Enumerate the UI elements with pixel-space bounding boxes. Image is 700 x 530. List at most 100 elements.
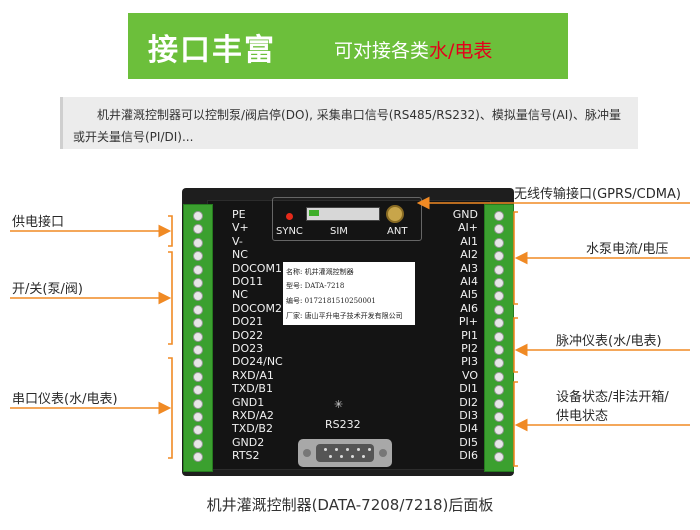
right-pin-label: DI4 bbox=[459, 422, 478, 436]
terminal-screw-icon bbox=[193, 412, 203, 422]
right-pin-label: AI6 bbox=[460, 301, 478, 315]
sim-slot-indicator bbox=[309, 210, 319, 216]
terminal-screw-icon bbox=[193, 251, 203, 262]
right-terminal-block bbox=[484, 204, 514, 472]
controller-device bbox=[182, 188, 514, 476]
terminal-screw-icon bbox=[494, 438, 504, 449]
plate-maker: 厂家: 唐山平升电子技术开发有限公司 bbox=[286, 312, 403, 320]
terminal-screw-icon bbox=[494, 291, 504, 302]
left-pin-label: GND1 bbox=[232, 395, 265, 409]
terminal-screw-icon bbox=[494, 251, 504, 262]
terminal-screw-icon bbox=[193, 211, 203, 221]
terminal-screw-icon bbox=[494, 304, 504, 315]
terminal-screw-icon bbox=[494, 412, 504, 422]
left-pin-label: RTS2 bbox=[232, 449, 260, 463]
right-pin-label: DI1 bbox=[459, 382, 478, 396]
left-pin-label: DOCOM1 bbox=[232, 261, 282, 275]
terminal-screw-icon bbox=[494, 345, 504, 355]
ant-label: ANT bbox=[387, 226, 408, 237]
right-pin-label: AI2 bbox=[460, 248, 478, 262]
left-pin-label: PE bbox=[232, 208, 246, 221]
header-banner: 接口丰富 可对接各类水/电表 bbox=[128, 13, 568, 79]
left-pin-label: NC bbox=[232, 248, 248, 262]
terminal-screw-icon bbox=[494, 211, 504, 221]
terminal-screw-icon bbox=[494, 358, 504, 369]
terminal-screw-icon bbox=[193, 398, 203, 409]
right-pin-label: AI5 bbox=[460, 288, 478, 302]
device-panel bbox=[207, 200, 491, 470]
terminal-screw-icon bbox=[193, 278, 203, 288]
callout-pump: 水泵电流/电压 bbox=[586, 242, 669, 257]
left-pin-label: RXD/A1 bbox=[232, 368, 274, 382]
banner-subtitle-prefix: 可对接各类 bbox=[334, 40, 430, 62]
description-text: 机井灌溉控制器可以控制泵/阀启停(DO), 采集串口信号(RS485/RS232… bbox=[73, 108, 621, 144]
terminal-screw-icon bbox=[494, 224, 504, 235]
terminal-screw-icon bbox=[193, 224, 203, 235]
left-pin-label: DO21 bbox=[232, 315, 264, 329]
rs232-connector bbox=[316, 444, 374, 462]
plate-model: 型号: DATA-7218 bbox=[286, 282, 345, 290]
terminal-screw-icon bbox=[494, 237, 504, 248]
terminal-screw-icon bbox=[193, 425, 203, 436]
callout-wireless: 无线传输接口(GPRS/CDMA) bbox=[514, 187, 681, 202]
rs232-screw-right-icon bbox=[379, 449, 387, 457]
wireless-module-box bbox=[272, 197, 422, 241]
right-pin-label: PI2 bbox=[461, 342, 478, 355]
banner-subtitle: 可对接各类水/电表 bbox=[334, 36, 492, 63]
terminal-screw-icon bbox=[193, 345, 203, 355]
left-pin-label: RXD/A2 bbox=[232, 409, 274, 422]
terminal-screw-icon bbox=[494, 385, 504, 396]
terminal-screw-icon bbox=[494, 398, 504, 409]
sync-led-icon bbox=[286, 213, 293, 220]
right-pin-label: PI1 bbox=[461, 328, 478, 342]
plate-serial: 编号: 0172181510250001 bbox=[286, 297, 376, 305]
left-pin-label: V+ bbox=[232, 221, 249, 235]
antenna-connector-icon bbox=[386, 205, 404, 223]
plate-name: 名称: 机井灌溉控制器 bbox=[286, 268, 354, 276]
right-pin-label: AI4 bbox=[460, 275, 478, 288]
left-terminal-block bbox=[183, 204, 213, 472]
left-pin-label: DO24/NC bbox=[232, 355, 283, 369]
callout-status-line2: 供电状态 bbox=[556, 409, 609, 424]
terminal-screw-icon bbox=[494, 425, 504, 436]
right-pin-label: AI+ bbox=[458, 221, 478, 235]
left-pin-label: NC bbox=[232, 288, 248, 302]
right-pin-label: DI6 bbox=[459, 449, 478, 463]
right-pin-label: DI3 bbox=[459, 409, 478, 422]
banner-subtitle-highlight: 水/电表 bbox=[429, 40, 493, 62]
left-pin-label: TXD/B1 bbox=[232, 382, 273, 396]
banner-title: 接口丰富 bbox=[148, 33, 276, 68]
terminal-screw-icon bbox=[193, 304, 203, 315]
terminal-screw-icon bbox=[193, 438, 203, 449]
sim-label: SIM bbox=[330, 226, 348, 237]
name-plate: 名称: 机井灌溉控制器 型号: DATA-7218 编号: 0172181510… bbox=[283, 262, 415, 325]
terminal-screw-icon bbox=[494, 278, 504, 288]
terminal-screw-icon bbox=[193, 331, 203, 342]
terminal-screw-icon bbox=[494, 371, 504, 382]
terminal-screw-icon bbox=[193, 318, 203, 329]
terminal-screw-icon bbox=[193, 237, 203, 248]
left-pin-label: TXD/B2 bbox=[232, 422, 273, 436]
right-pin-label: DI2 bbox=[459, 395, 478, 409]
left-pin-label: GND2 bbox=[232, 435, 265, 449]
terminal-screw-icon bbox=[193, 371, 203, 382]
bluetooth-icon: ✳ bbox=[334, 398, 344, 411]
callout-serial: 串口仪表(水/电表) bbox=[12, 392, 118, 407]
right-pin-label: AI3 bbox=[460, 261, 478, 275]
rs232-label: RS232 bbox=[325, 418, 361, 431]
sim-slot bbox=[306, 207, 380, 221]
terminal-screw-icon bbox=[193, 385, 203, 396]
callout-switch: 开/关(泵/阀) bbox=[12, 282, 83, 297]
right-pin-label: PI+ bbox=[458, 315, 478, 329]
terminal-screw-icon bbox=[494, 331, 504, 342]
right-pin-label: GND bbox=[452, 208, 478, 221]
sync-label: SYNC bbox=[276, 226, 303, 237]
terminal-screw-icon bbox=[494, 318, 504, 329]
terminal-screw-icon bbox=[494, 264, 504, 275]
terminal-screw-icon bbox=[193, 358, 203, 369]
terminal-screw-icon bbox=[193, 291, 203, 302]
right-pin-label: AI1 bbox=[460, 234, 478, 248]
left-pin-label: DO22 bbox=[232, 328, 264, 342]
callout-power: 供电接口 bbox=[12, 215, 65, 230]
